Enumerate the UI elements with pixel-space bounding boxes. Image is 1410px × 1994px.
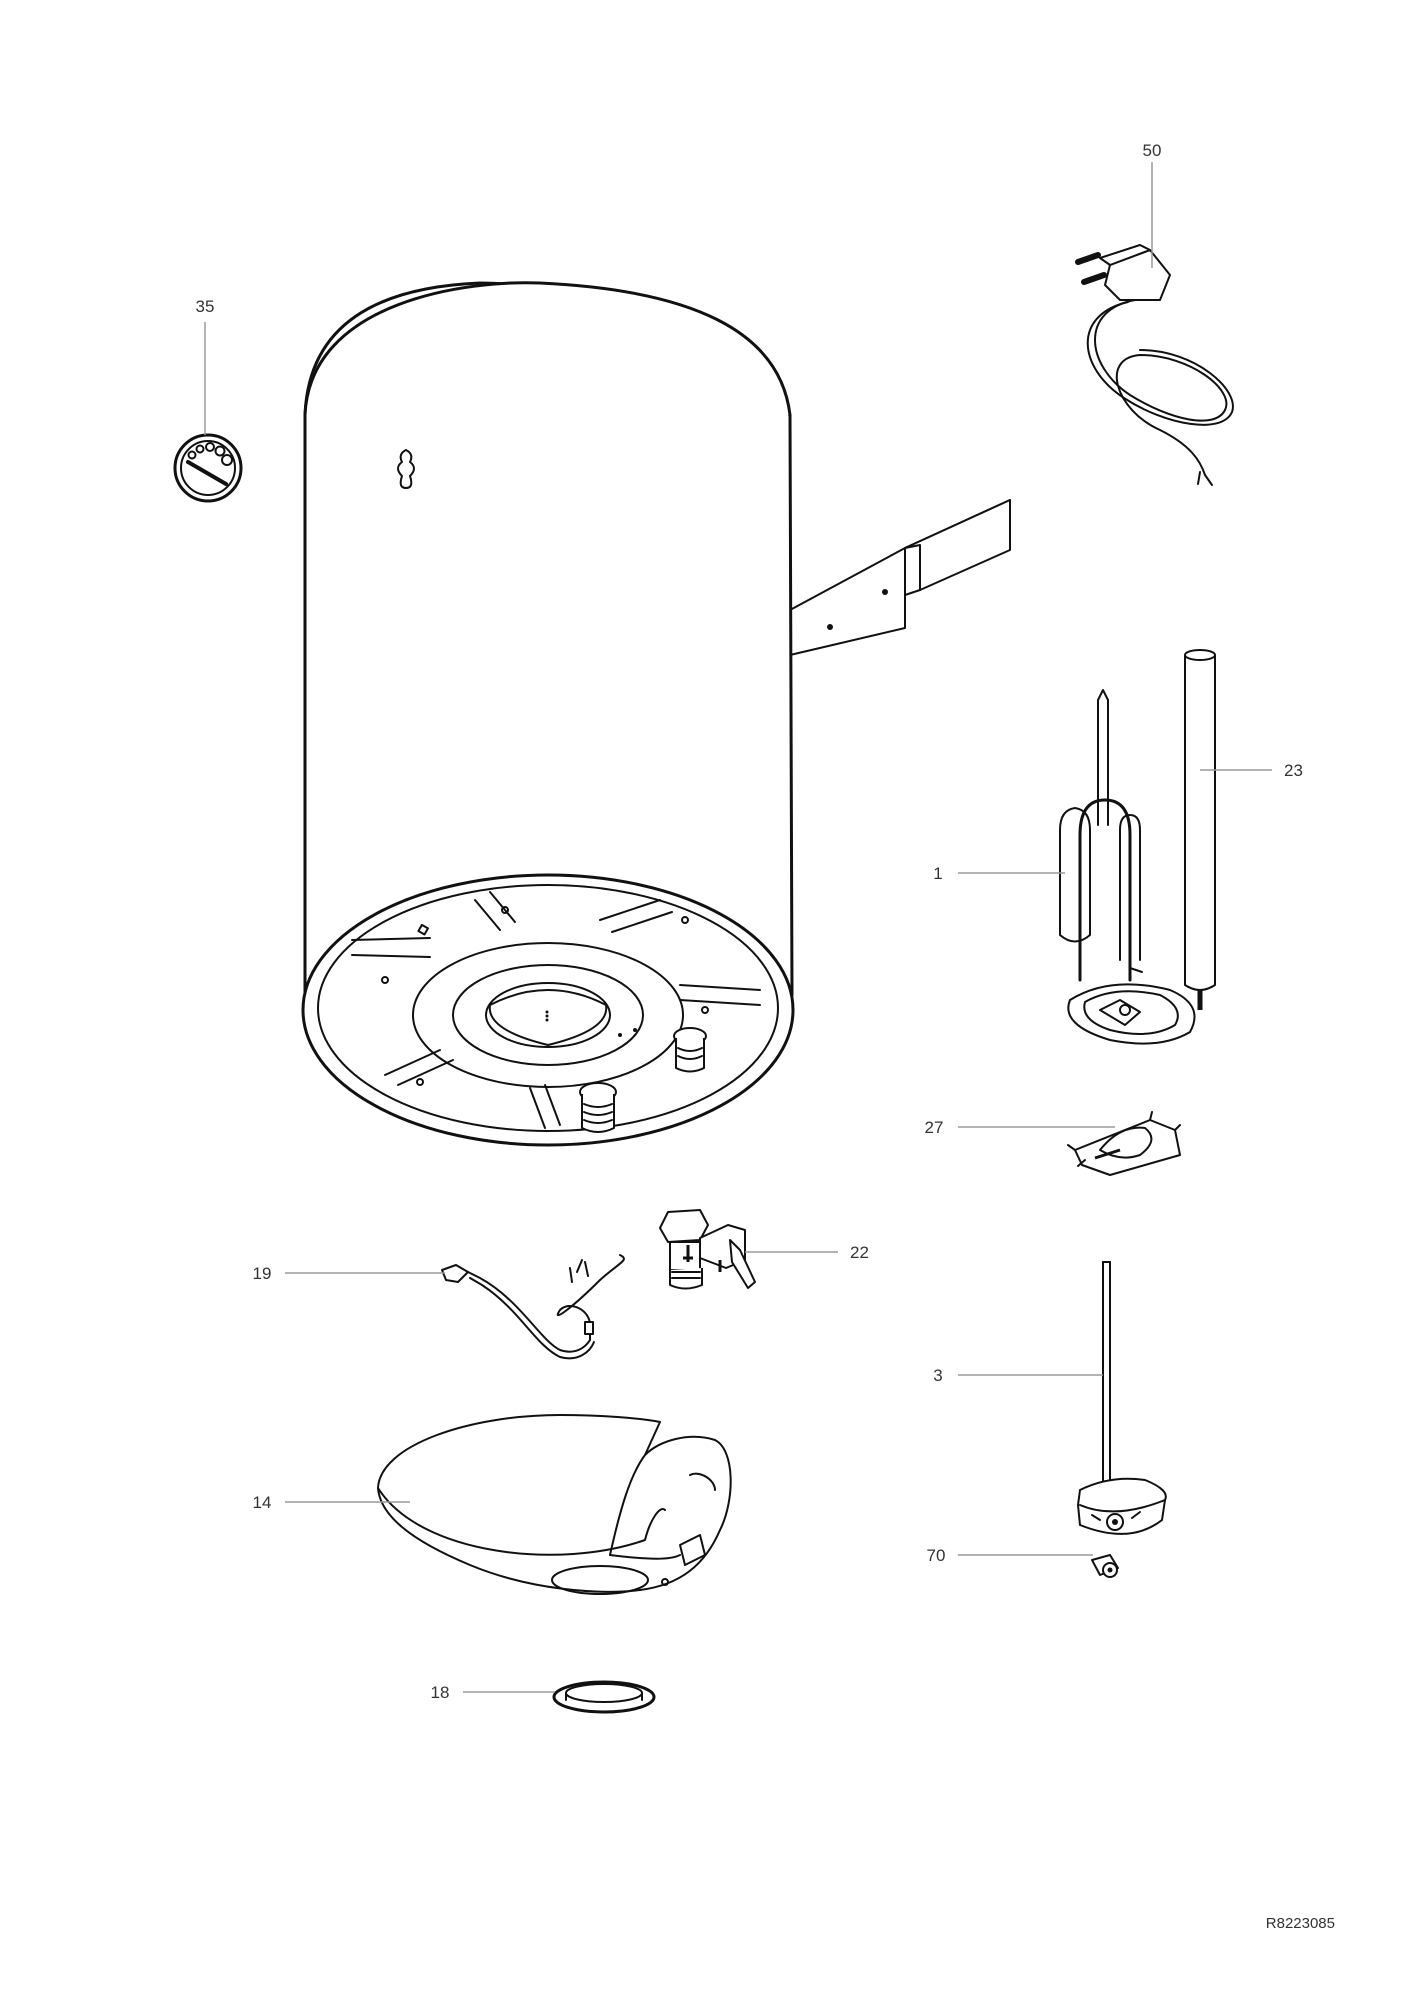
part-label-27: 27 <box>925 1118 944 1137</box>
heating-element <box>1059 689 1196 1045</box>
water-heater-tank <box>301 281 1011 1147</box>
part-label-3: 3 <box>933 1366 942 1385</box>
thermostat <box>1077 1261 1167 1535</box>
part-label-23: 23 <box>1284 761 1303 780</box>
leader-lines <box>204 162 1272 1693</box>
part-label-22: 22 <box>850 1243 869 1262</box>
part-label-18: 18 <box>431 1683 450 1702</box>
part-label-14: 14 <box>253 1493 272 1512</box>
part-label-19: 19 <box>253 1264 272 1283</box>
wall-bracket <box>789 499 1011 656</box>
thermometer-gauge <box>173 433 243 503</box>
gasket-ring <box>552 1680 656 1714</box>
thermostat-sensor-wire <box>441 1254 625 1360</box>
hanger-hole <box>397 449 415 489</box>
part-label-70: 70 <box>927 1546 946 1565</box>
water-outlet-pipe <box>579 1082 617 1133</box>
part-label-50: 50 <box>1143 141 1162 160</box>
part-labels: 35 50 23 1 27 22 19 3 14 70 18 <box>196 141 1303 1702</box>
bottom-cover <box>377 1414 732 1595</box>
power-cord-plug <box>1075 244 1234 486</box>
part-label-35: 35 <box>196 297 215 316</box>
water-inlet-pipe <box>673 1027 707 1073</box>
thermal-fuse <box>1091 1554 1119 1578</box>
clamp-bracket <box>1067 1111 1181 1176</box>
safety-valve <box>659 1209 756 1290</box>
document-code: R8223085 <box>1266 1915 1335 1932</box>
anode-rod <box>1184 649 1216 1010</box>
part-label-1: 1 <box>933 864 942 883</box>
